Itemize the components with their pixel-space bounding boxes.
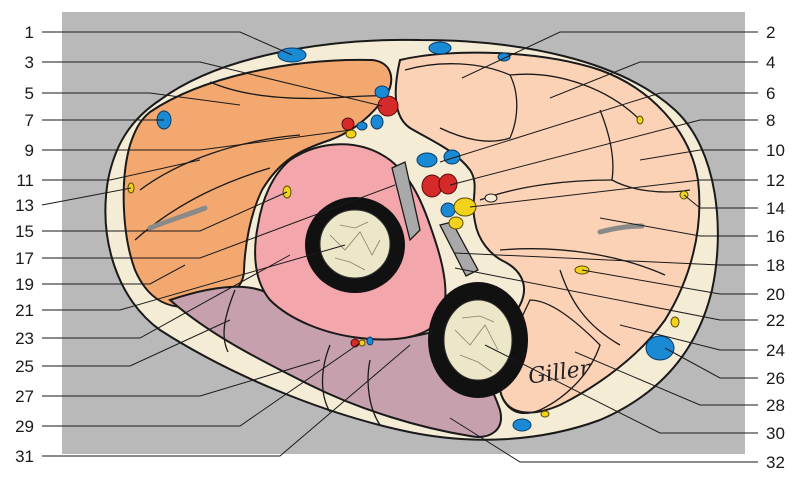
vein-3b bbox=[371, 115, 383, 129]
label-29: 29 bbox=[15, 417, 34, 436]
second-bone-marrow bbox=[444, 300, 512, 380]
label-27: 27 bbox=[15, 387, 34, 406]
vein-26 bbox=[646, 336, 674, 360]
artery-9 bbox=[342, 118, 354, 130]
vessel-small bbox=[485, 194, 497, 202]
label-8: 8 bbox=[766, 111, 775, 130]
label-12: 12 bbox=[766, 171, 785, 190]
nerve-12b bbox=[449, 217, 463, 229]
right-labels: 2 4 6 8 10 12 14 16 18 20 22 24 26 28 30… bbox=[766, 23, 785, 472]
vein-9 bbox=[357, 122, 367, 130]
label-32: 32 bbox=[766, 453, 785, 472]
nerve-28 bbox=[541, 411, 549, 417]
label-6: 6 bbox=[766, 84, 775, 103]
label-15: 15 bbox=[15, 222, 34, 241]
label-22: 22 bbox=[766, 311, 785, 330]
label-1: 1 bbox=[25, 23, 34, 42]
vein-12 bbox=[441, 203, 455, 217]
label-13: 13 bbox=[15, 196, 34, 215]
label-2: 2 bbox=[766, 23, 775, 42]
vein-bottom bbox=[513, 419, 531, 431]
vein-3 bbox=[375, 86, 389, 98]
label-23: 23 bbox=[15, 329, 34, 348]
label-5: 5 bbox=[25, 84, 34, 103]
label-30: 30 bbox=[766, 424, 785, 443]
label-26: 26 bbox=[766, 369, 785, 388]
vein-2 bbox=[429, 42, 451, 54]
label-4: 4 bbox=[766, 53, 775, 72]
label-31: 31 bbox=[15, 447, 34, 466]
label-17: 17 bbox=[15, 249, 34, 268]
label-14: 14 bbox=[766, 199, 785, 218]
vein-29 bbox=[367, 337, 373, 345]
label-25: 25 bbox=[15, 357, 34, 376]
nerve-10 bbox=[637, 116, 643, 124]
left-labels: 1 3 5 7 9 11 13 15 17 19 21 23 25 27 29 … bbox=[15, 23, 34, 466]
label-21: 21 bbox=[15, 301, 34, 320]
label-16: 16 bbox=[766, 227, 785, 246]
label-10: 10 bbox=[766, 141, 785, 160]
label-3: 3 bbox=[25, 53, 34, 72]
label-19: 19 bbox=[15, 275, 34, 294]
label-7: 7 bbox=[25, 111, 34, 130]
label-24: 24 bbox=[766, 341, 785, 360]
nerve-9 bbox=[346, 130, 356, 138]
label-20: 20 bbox=[766, 285, 785, 304]
artery-29 bbox=[351, 339, 359, 347]
label-11: 11 bbox=[16, 171, 34, 190]
femur-marrow bbox=[320, 210, 390, 278]
label-28: 28 bbox=[766, 396, 785, 415]
nerve-24 bbox=[671, 317, 679, 327]
vein-6a bbox=[417, 153, 437, 167]
label-18: 18 bbox=[766, 256, 785, 275]
label-9: 9 bbox=[25, 141, 34, 160]
